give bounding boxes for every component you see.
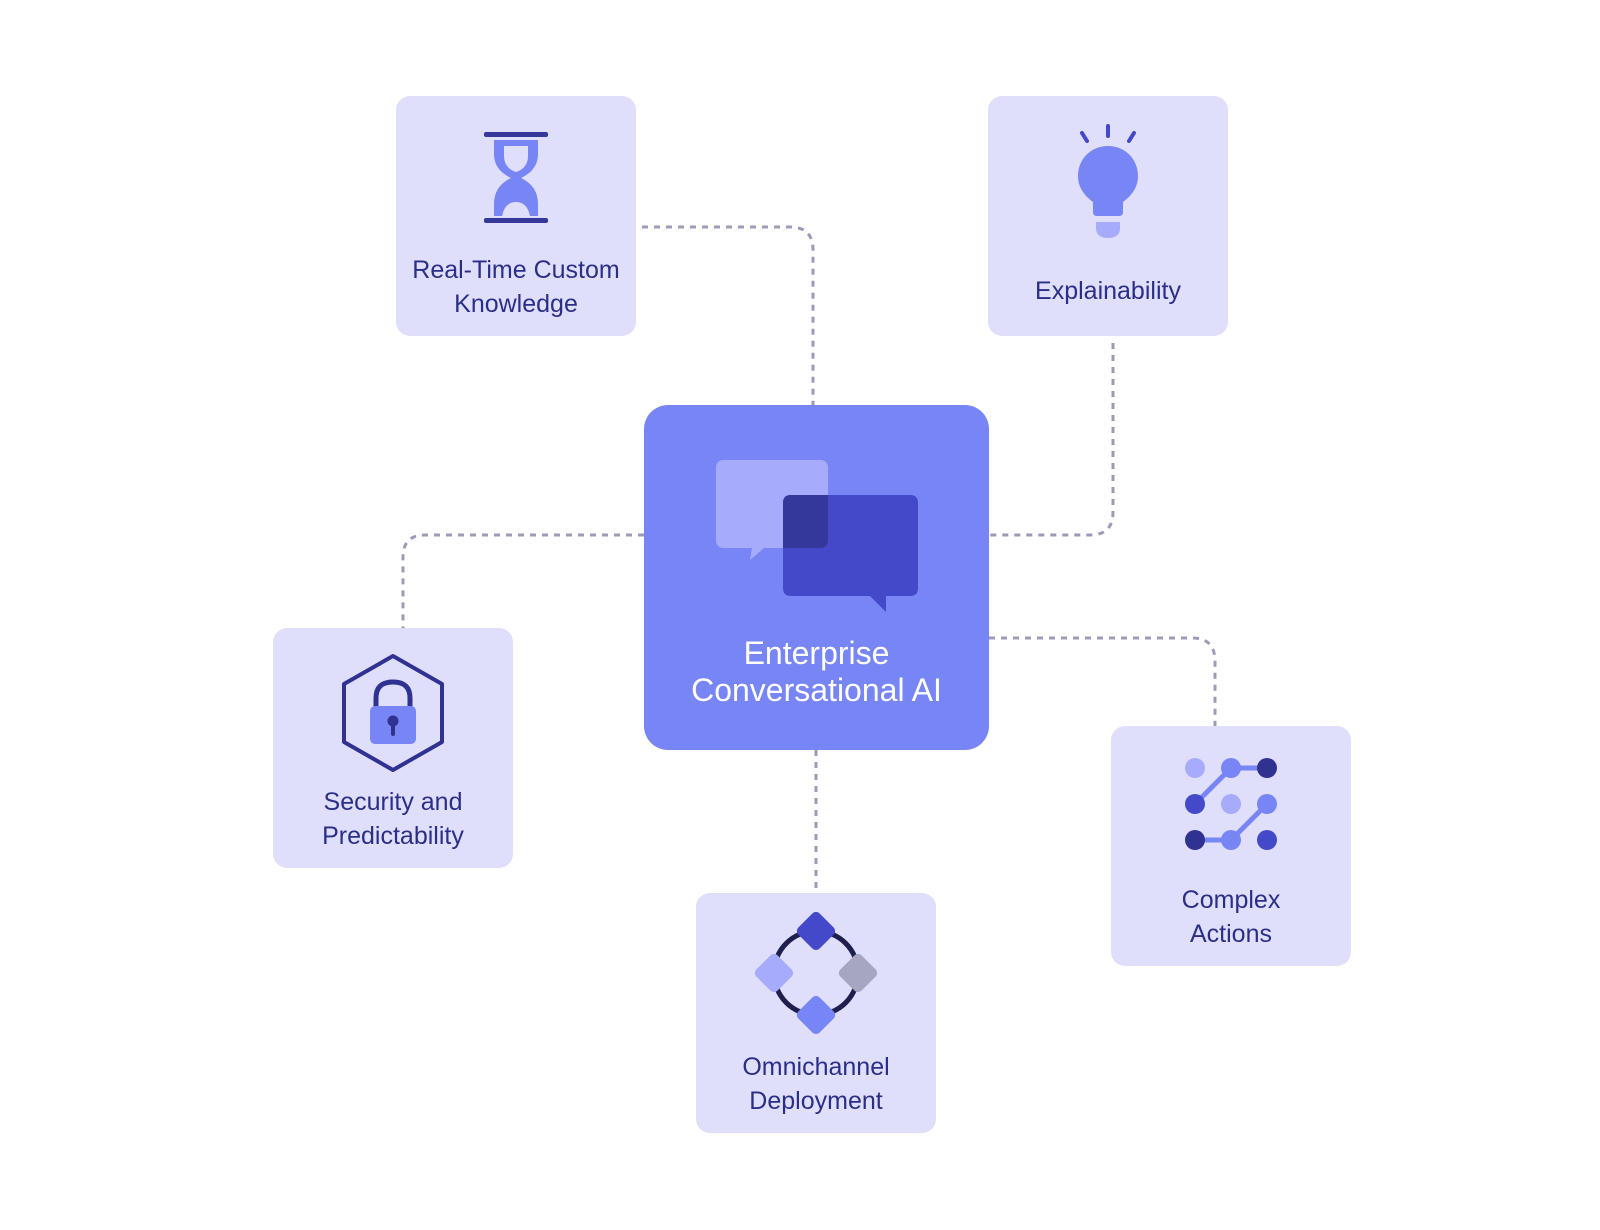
card-label-explainability: Explainability [1035, 277, 1181, 305]
node-graph-icon [1185, 758, 1277, 850]
card-security-predictability: Security and Predictability [273, 628, 513, 868]
card-explainability: Explainability [988, 96, 1228, 336]
card-complex-actions: Complex Actions [1111, 726, 1351, 966]
hub-title: Enterprise Conversational AI [691, 635, 942, 708]
connector-realtime [642, 225, 815, 405]
chat-bubbles-icon [716, 460, 918, 612]
hub-enterprise-conversational-ai: Enterprise Conversational AI [644, 405, 989, 750]
card-label-security: Security and Predictability [322, 788, 464, 850]
card-realtime-custom-knowledge: Real-Time Custom Knowledge [396, 96, 636, 336]
connector-security [401, 533, 644, 628]
connector-complex [989, 636, 1217, 726]
hourglass-icon [484, 132, 548, 223]
lock-hexagon-icon [342, 654, 444, 772]
card-omnichannel-deployment: Omnichannel Deployment [696, 893, 936, 1133]
card-label-omnichannel: Omnichannel Deployment [742, 1053, 890, 1115]
card-label-realtime: Real-Time Custom Knowledge [412, 256, 620, 318]
connector-explainability [989, 343, 1115, 537]
card-label-complex: Complex Actions [1181, 886, 1281, 948]
lightbulb-icon [1078, 124, 1138, 238]
diamond-ring-icon [754, 911, 878, 1035]
